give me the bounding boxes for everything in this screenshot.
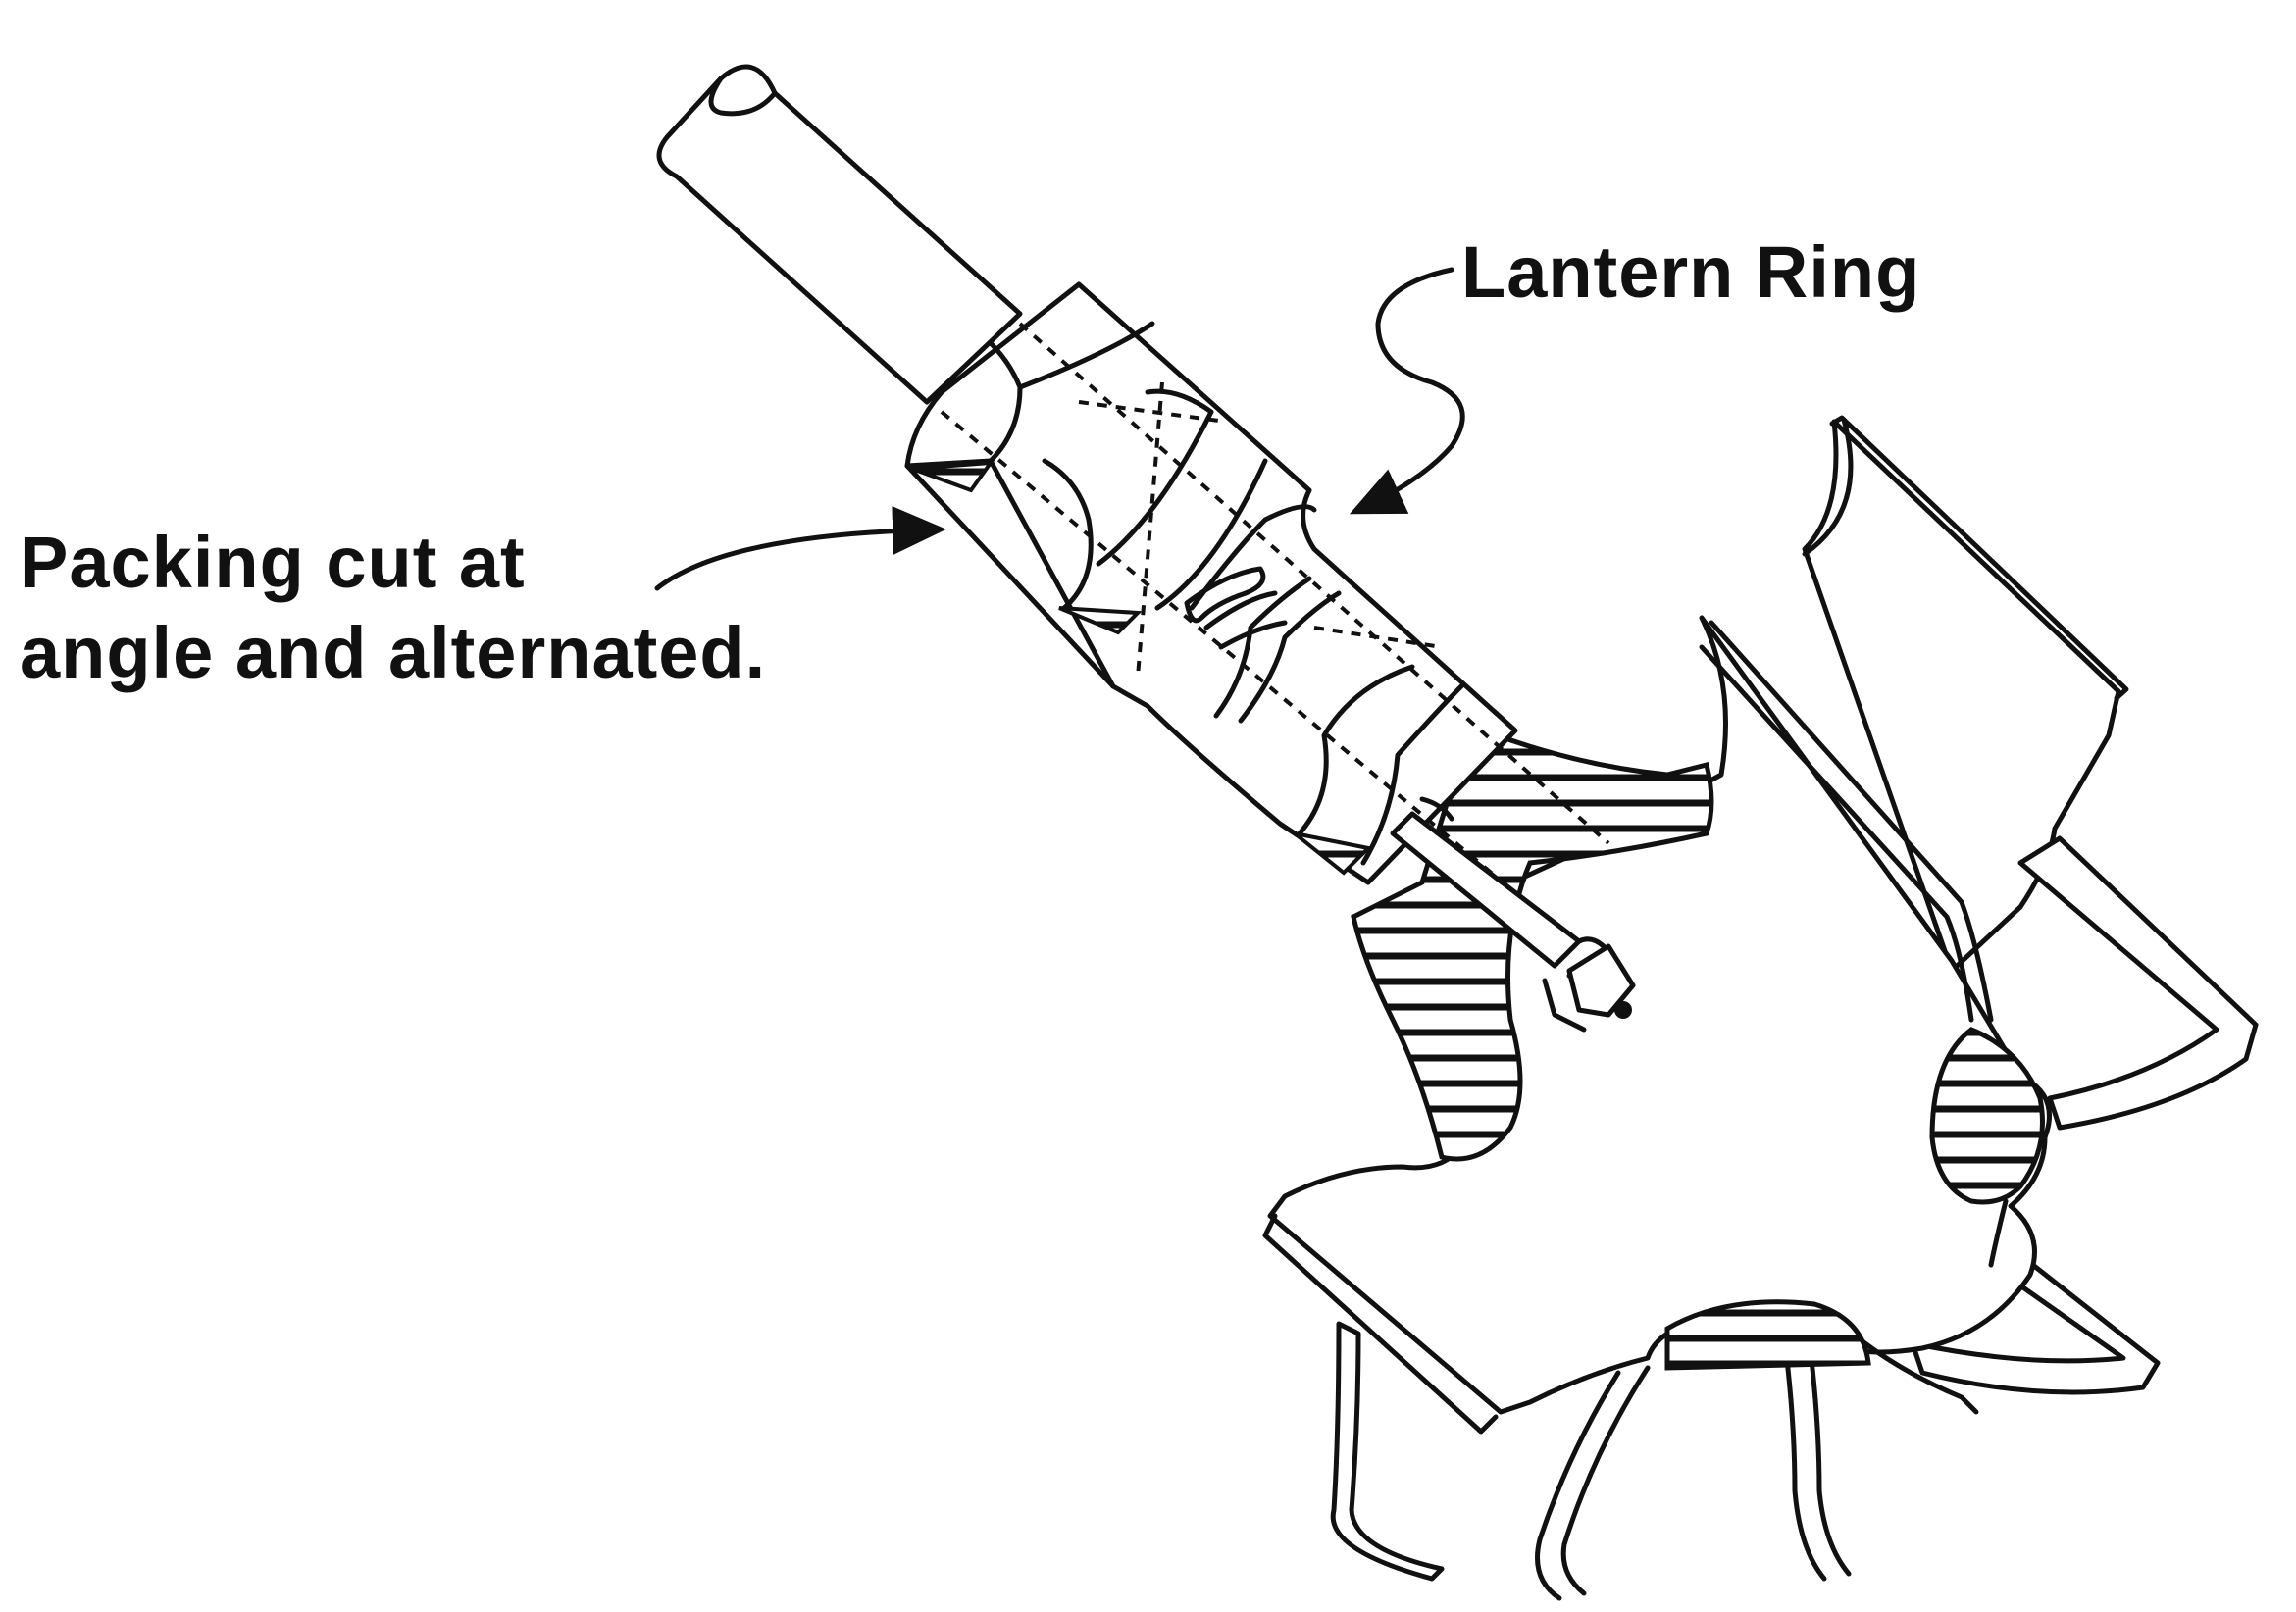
impeller-vane-left: [1330, 1321, 1445, 1582]
impeller-nut: [1566, 943, 1636, 1018]
packing-cut-wedge: [911, 460, 995, 493]
impeller: [1262, 415, 2259, 1601]
impeller-vane-upper: [1802, 419, 2121, 974]
shaft-assembly: [656, 64, 1636, 1033]
packing-label: Packing cut at angle and alternated.: [20, 518, 766, 698]
packing-cut-wedge-bottom: [1293, 831, 1373, 876]
impeller-vane-bottom: [1535, 1370, 1621, 1601]
impeller-hatch-right: [1929, 1027, 2045, 1205]
lantern-ring: [1189, 504, 1317, 611]
impeller-vane-right: [2017, 835, 2259, 1131]
lantern-ring-arrow: [1349, 267, 1465, 515]
packing-label-line1: Packing cut at: [20, 522, 526, 603]
lantern-ring-slot: [1184, 566, 1266, 624]
lantern-ring-label: Lantern Ring: [1461, 231, 1921, 313]
impeller-hatch-bottom: [1664, 1299, 1871, 1371]
shaft-lower: [1390, 811, 1582, 969]
impeller-vane-lower-right: [1910, 1252, 2161, 1395]
packing-ring-1: [1017, 321, 1155, 390]
packing-arrow: [654, 506, 946, 591]
shaft: [656, 64, 1023, 405]
packing-label-line2: angle and alternated.: [20, 612, 767, 693]
packing-cut-wedge-lower: [1058, 606, 1143, 635]
